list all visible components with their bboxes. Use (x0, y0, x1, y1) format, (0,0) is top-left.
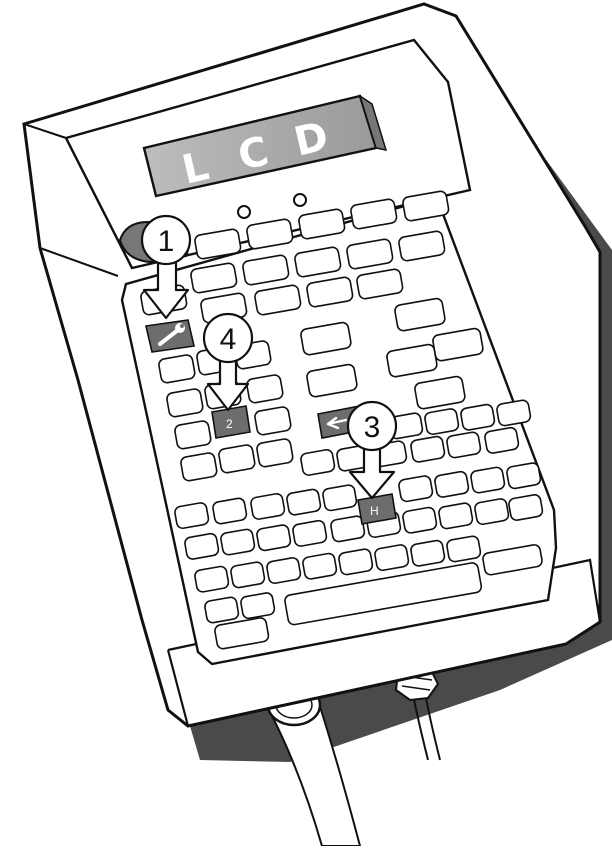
callout-3-number: 3 (364, 411, 381, 444)
key-58[interactable] (438, 502, 473, 529)
key-52[interactable] (220, 528, 255, 555)
key-59[interactable] (474, 498, 509, 525)
number-two-key-label: 2 (226, 417, 233, 431)
key-46[interactable] (322, 484, 357, 511)
wrench-key[interactable] (146, 320, 194, 352)
key-30[interactable] (256, 438, 294, 468)
key-26[interactable] (174, 420, 212, 450)
key-24[interactable] (166, 388, 204, 418)
key-70[interactable] (240, 592, 275, 619)
key-43[interactable] (212, 497, 247, 524)
key-48[interactable] (434, 471, 469, 498)
key-44[interactable] (250, 493, 285, 520)
key-51[interactable] (184, 533, 219, 560)
status-led-left (238, 206, 250, 218)
status-led-right (294, 194, 306, 206)
key-62[interactable] (230, 561, 265, 588)
key-39[interactable] (424, 408, 459, 435)
key-49[interactable] (470, 466, 505, 493)
key-47[interactable] (398, 475, 433, 502)
key-42[interactable] (174, 502, 209, 529)
callout-4-number: 4 (220, 323, 237, 356)
key-57[interactable] (402, 507, 437, 534)
key-61[interactable] (194, 566, 229, 593)
key-32[interactable] (300, 449, 335, 476)
key-67[interactable] (410, 540, 445, 567)
key-36[interactable] (446, 431, 481, 458)
number-two-key[interactable]: 2 (212, 406, 250, 438)
key-25[interactable] (246, 374, 284, 404)
key-21[interactable] (158, 354, 196, 384)
key-27[interactable] (254, 406, 292, 436)
key-40[interactable] (460, 404, 495, 431)
key-28[interactable] (180, 452, 218, 482)
key-41[interactable] (496, 399, 531, 426)
key-65[interactable] (338, 548, 373, 575)
key-63[interactable] (266, 557, 301, 584)
key-29[interactable] (218, 444, 256, 474)
key-35[interactable] (410, 436, 445, 463)
key-64[interactable] (302, 553, 337, 580)
key-66[interactable] (374, 544, 409, 571)
key-45[interactable] (286, 489, 321, 516)
key-60[interactable] (508, 494, 543, 521)
key-54[interactable] (292, 520, 327, 547)
key-53[interactable] (256, 524, 291, 551)
key-50[interactable] (506, 462, 541, 489)
key-37[interactable] (484, 427, 519, 454)
key-55[interactable] (330, 515, 365, 542)
h-key[interactable]: H (358, 494, 396, 524)
key-68[interactable] (446, 535, 481, 562)
callout-1-number: 1 (158, 225, 175, 258)
key-69[interactable] (204, 596, 239, 623)
h-key-label: H (370, 504, 379, 518)
